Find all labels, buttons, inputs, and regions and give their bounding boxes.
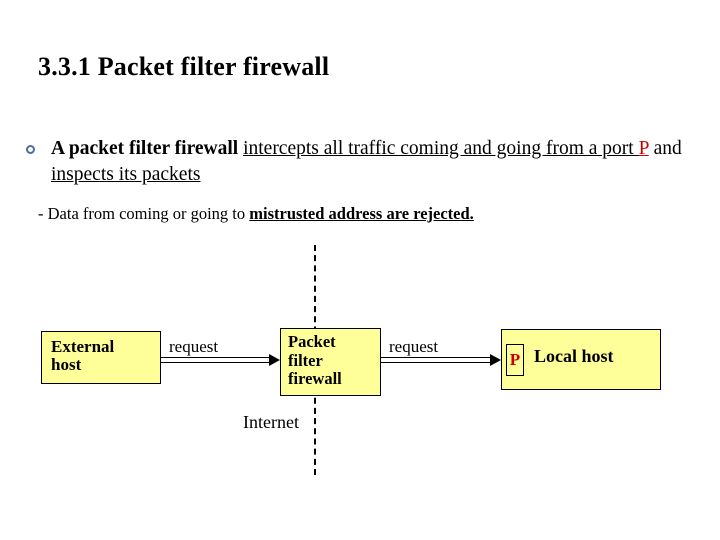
firewall-label-line1: Packet [288, 332, 336, 351]
bullet-segment-and: and [648, 138, 682, 159]
bullet-segment-port-p: P [638, 138, 649, 159]
port-p-subbox: P [506, 344, 524, 376]
bullet-item: A packet filter firewall intercepts all … [26, 136, 686, 188]
firewall-label-line2: filter [288, 350, 323, 370]
bullet-circle-icon [26, 145, 35, 154]
local-host-box: P Local host [501, 329, 661, 390]
arrowhead-icon [490, 354, 501, 366]
bullet-segment-bold: A packet filter firewall [51, 138, 244, 159]
local-host-label: Local host [534, 346, 614, 366]
arrow-shaft [381, 357, 491, 363]
page-title: 3.3.1 Packet filter firewall [38, 52, 330, 81]
arrowhead-icon [269, 354, 280, 366]
external-host-label-line1: External [51, 337, 115, 356]
external-host-box: External host [41, 331, 161, 384]
arrow-label-request-1: request [169, 337, 219, 356]
external-host-label-line2: host [51, 355, 82, 374]
sub-bullet-lead-text: Data from coming or going to [47, 204, 250, 223]
sub-bullet-item: - Data from coming or going to mistruste… [38, 203, 474, 225]
packet-filter-firewall-box: Packet filter firewall [280, 328, 381, 396]
request-arrow-firewall-to-localhost [381, 354, 501, 366]
arrow-shaft [161, 357, 270, 363]
firewall-label-line3: firewall [288, 369, 342, 388]
bullet-segment-underline-2: inspects its packets [51, 164, 201, 185]
arrow-label-request-2: request [389, 337, 439, 356]
sub-bullet-emphasis-text: mistrusted address are rejected. [249, 204, 474, 223]
internet-label: Internet [243, 412, 299, 432]
bullet-item-text: A packet filter firewall intercepts all … [51, 136, 686, 188]
bullet-segment-underline-1: intercepts all traffic coming and going … [243, 138, 639, 159]
sub-bullet-dash: - [38, 204, 44, 223]
request-arrow-external-to-firewall [161, 354, 280, 366]
